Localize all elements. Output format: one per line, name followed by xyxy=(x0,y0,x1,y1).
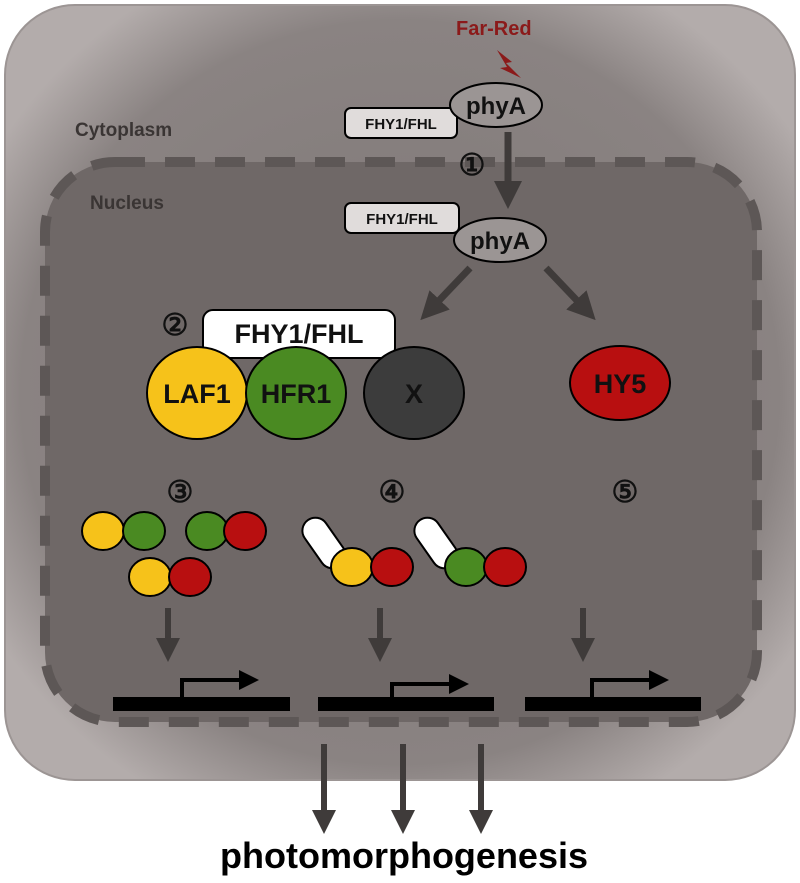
gene-1 xyxy=(113,697,290,711)
gene-3 xyxy=(525,697,701,711)
promoter-arrow-3 xyxy=(590,670,669,697)
hfr1-label: HFR1 xyxy=(261,379,332,409)
nucleus-label: Nucleus xyxy=(90,193,164,214)
dimer-laf1-hfr1-hfr1 xyxy=(122,511,166,551)
lightning-bolt-icon xyxy=(497,50,521,78)
dimer-laf1-hy5-laf1 xyxy=(128,557,172,597)
gene-2 xyxy=(318,697,494,711)
step-1-marker: ① xyxy=(459,149,486,182)
dimer-hfr1-hy5-hy5 xyxy=(223,511,267,551)
trimer-b-hfr1 xyxy=(444,547,488,587)
far-red-label: Far-Red xyxy=(456,18,532,40)
nucleus xyxy=(40,157,762,727)
nuc-fhy1-label: FHY1/FHL xyxy=(366,211,438,228)
arrow-to-hy5 xyxy=(543,265,596,321)
cyto-fhy1-label: FHY1/FHL xyxy=(365,116,437,133)
cyto-fhy1-box xyxy=(344,107,458,139)
arrow-to-complex xyxy=(420,265,473,321)
step-3-marker: ③ xyxy=(167,476,194,509)
step-4-marker: ④ xyxy=(379,476,406,509)
laf1-label: LAF1 xyxy=(163,379,231,409)
trimer-a-hy5 xyxy=(370,547,414,587)
hy5-label: HY5 xyxy=(594,369,647,399)
promoter-arrow-1 xyxy=(180,670,259,697)
step-2-marker: ② xyxy=(162,309,189,342)
nuc-phya-label: phyA xyxy=(470,228,530,255)
dimer-laf1-hfr1-laf1 xyxy=(81,511,125,551)
nuc-fhy1-box xyxy=(344,202,460,234)
x-protein xyxy=(363,346,465,440)
promoter-arrow-2 xyxy=(390,674,469,697)
cyto-phya-label: phyA xyxy=(466,93,526,120)
dimer-hfr1-hy5-hfr1 xyxy=(185,511,229,551)
cytoplasm-label: Cytoplasm xyxy=(75,120,172,141)
nuc-phya xyxy=(453,217,547,263)
cyto-phya xyxy=(449,82,543,128)
complex-fhy1-label: FHY1/FHL xyxy=(234,319,363,349)
dimer-laf1-hy5-hy5 xyxy=(168,557,212,597)
step-5-marker: ⑤ xyxy=(612,476,639,509)
output-label: photomorphogenesis xyxy=(220,835,588,876)
trimer-b-hy5 xyxy=(483,547,527,587)
x-label: X xyxy=(405,379,423,409)
hfr1-protein xyxy=(245,346,347,440)
trimer-a-laf1 xyxy=(330,547,374,587)
hy5-protein xyxy=(569,345,671,421)
